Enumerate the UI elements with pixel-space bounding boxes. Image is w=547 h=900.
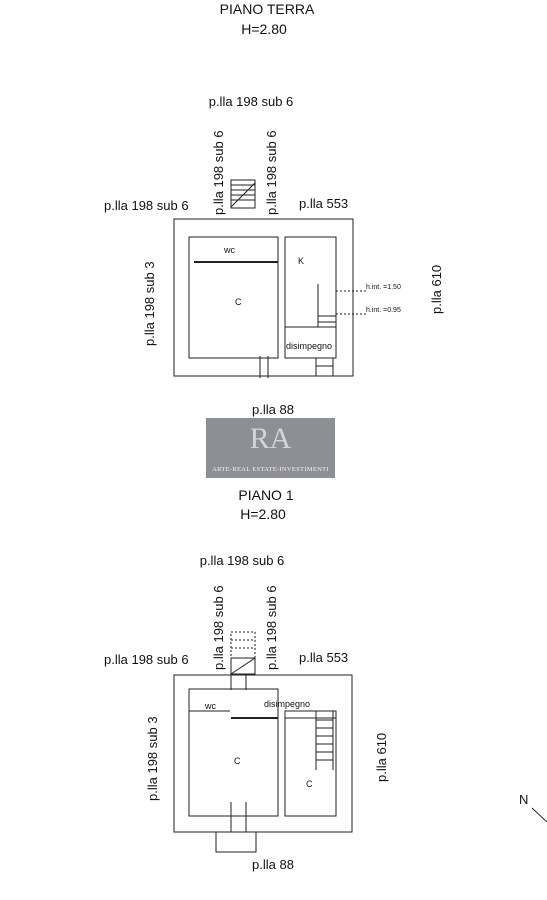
- first-top-parcel: p.lla 198 sub 6: [199, 553, 285, 568]
- ground-vertical-parcel-1: p.lla 198 sub 6: [211, 130, 226, 215]
- ground-room-k: K: [298, 256, 305, 266]
- ground-left-parcel: p.lla 198 sub 6: [104, 198, 189, 213]
- logo-mark: RA: [249, 422, 292, 455]
- first-bottom-parcel: p.lla 88: [252, 857, 294, 872]
- ground-height-note-1: h.int. =1.50: [366, 284, 401, 291]
- ground-side-left-parcel: p.lla 198 sub 3: [142, 261, 157, 346]
- first-side-right-parcel: p.lla 610: [374, 732, 389, 782]
- ground-floor-height: H=2.80: [241, 21, 287, 37]
- first-vertical-parcel-1: p.lla 198 sub 6: [211, 585, 226, 670]
- first-room-disimpegno: disimpegno: [264, 699, 311, 709]
- first-floor-height: H=2.80: [240, 506, 286, 522]
- first-vertical-parcel-2: p.lla 198 sub 6: [264, 585, 279, 670]
- north-arrow-line: [531, 807, 547, 823]
- first-right-parcel: p.lla 553: [299, 650, 349, 665]
- ground-floor-walls: [173, 179, 368, 378]
- logo-tagline: ARTE-REAL ESTATE-INVESTIMENTI: [212, 466, 329, 473]
- agency-logo: RA ARTE-REAL ESTATE-INVESTIMENTI: [206, 418, 335, 478]
- ground-room-wc: wc: [224, 245, 235, 255]
- ground-side-right-parcel: p.lla 610: [429, 264, 444, 314]
- first-room-wc: wc: [205, 701, 216, 711]
- ground-height-note-2: h.int. =0.95: [366, 307, 401, 314]
- ground-floor-title: PIANO TERRA: [219, 1, 315, 17]
- first-left-parcel: p.lla 198 sub 6: [104, 652, 189, 667]
- ground-room-disimpegno: disimpegno: [286, 341, 333, 351]
- ground-right-parcel: p.lla 553: [299, 196, 349, 211]
- ground-bottom-parcel: p.lla 88: [252, 402, 294, 417]
- first-room-c-right: C: [306, 779, 313, 789]
- first-side-left-parcel: p.lla 198 sub 3: [145, 716, 160, 801]
- north-indicator: N: [519, 792, 529, 807]
- first-floor-title: PIANO 1: [238, 487, 294, 503]
- first-floor-walls: [173, 631, 353, 853]
- ground-room-c: C: [235, 297, 242, 307]
- ground-vertical-parcel-2: p.lla 198 sub 6: [264, 130, 279, 215]
- ground-top-parcel: p.lla 198 sub 6: [208, 94, 294, 109]
- first-room-c-left: C: [234, 756, 241, 766]
